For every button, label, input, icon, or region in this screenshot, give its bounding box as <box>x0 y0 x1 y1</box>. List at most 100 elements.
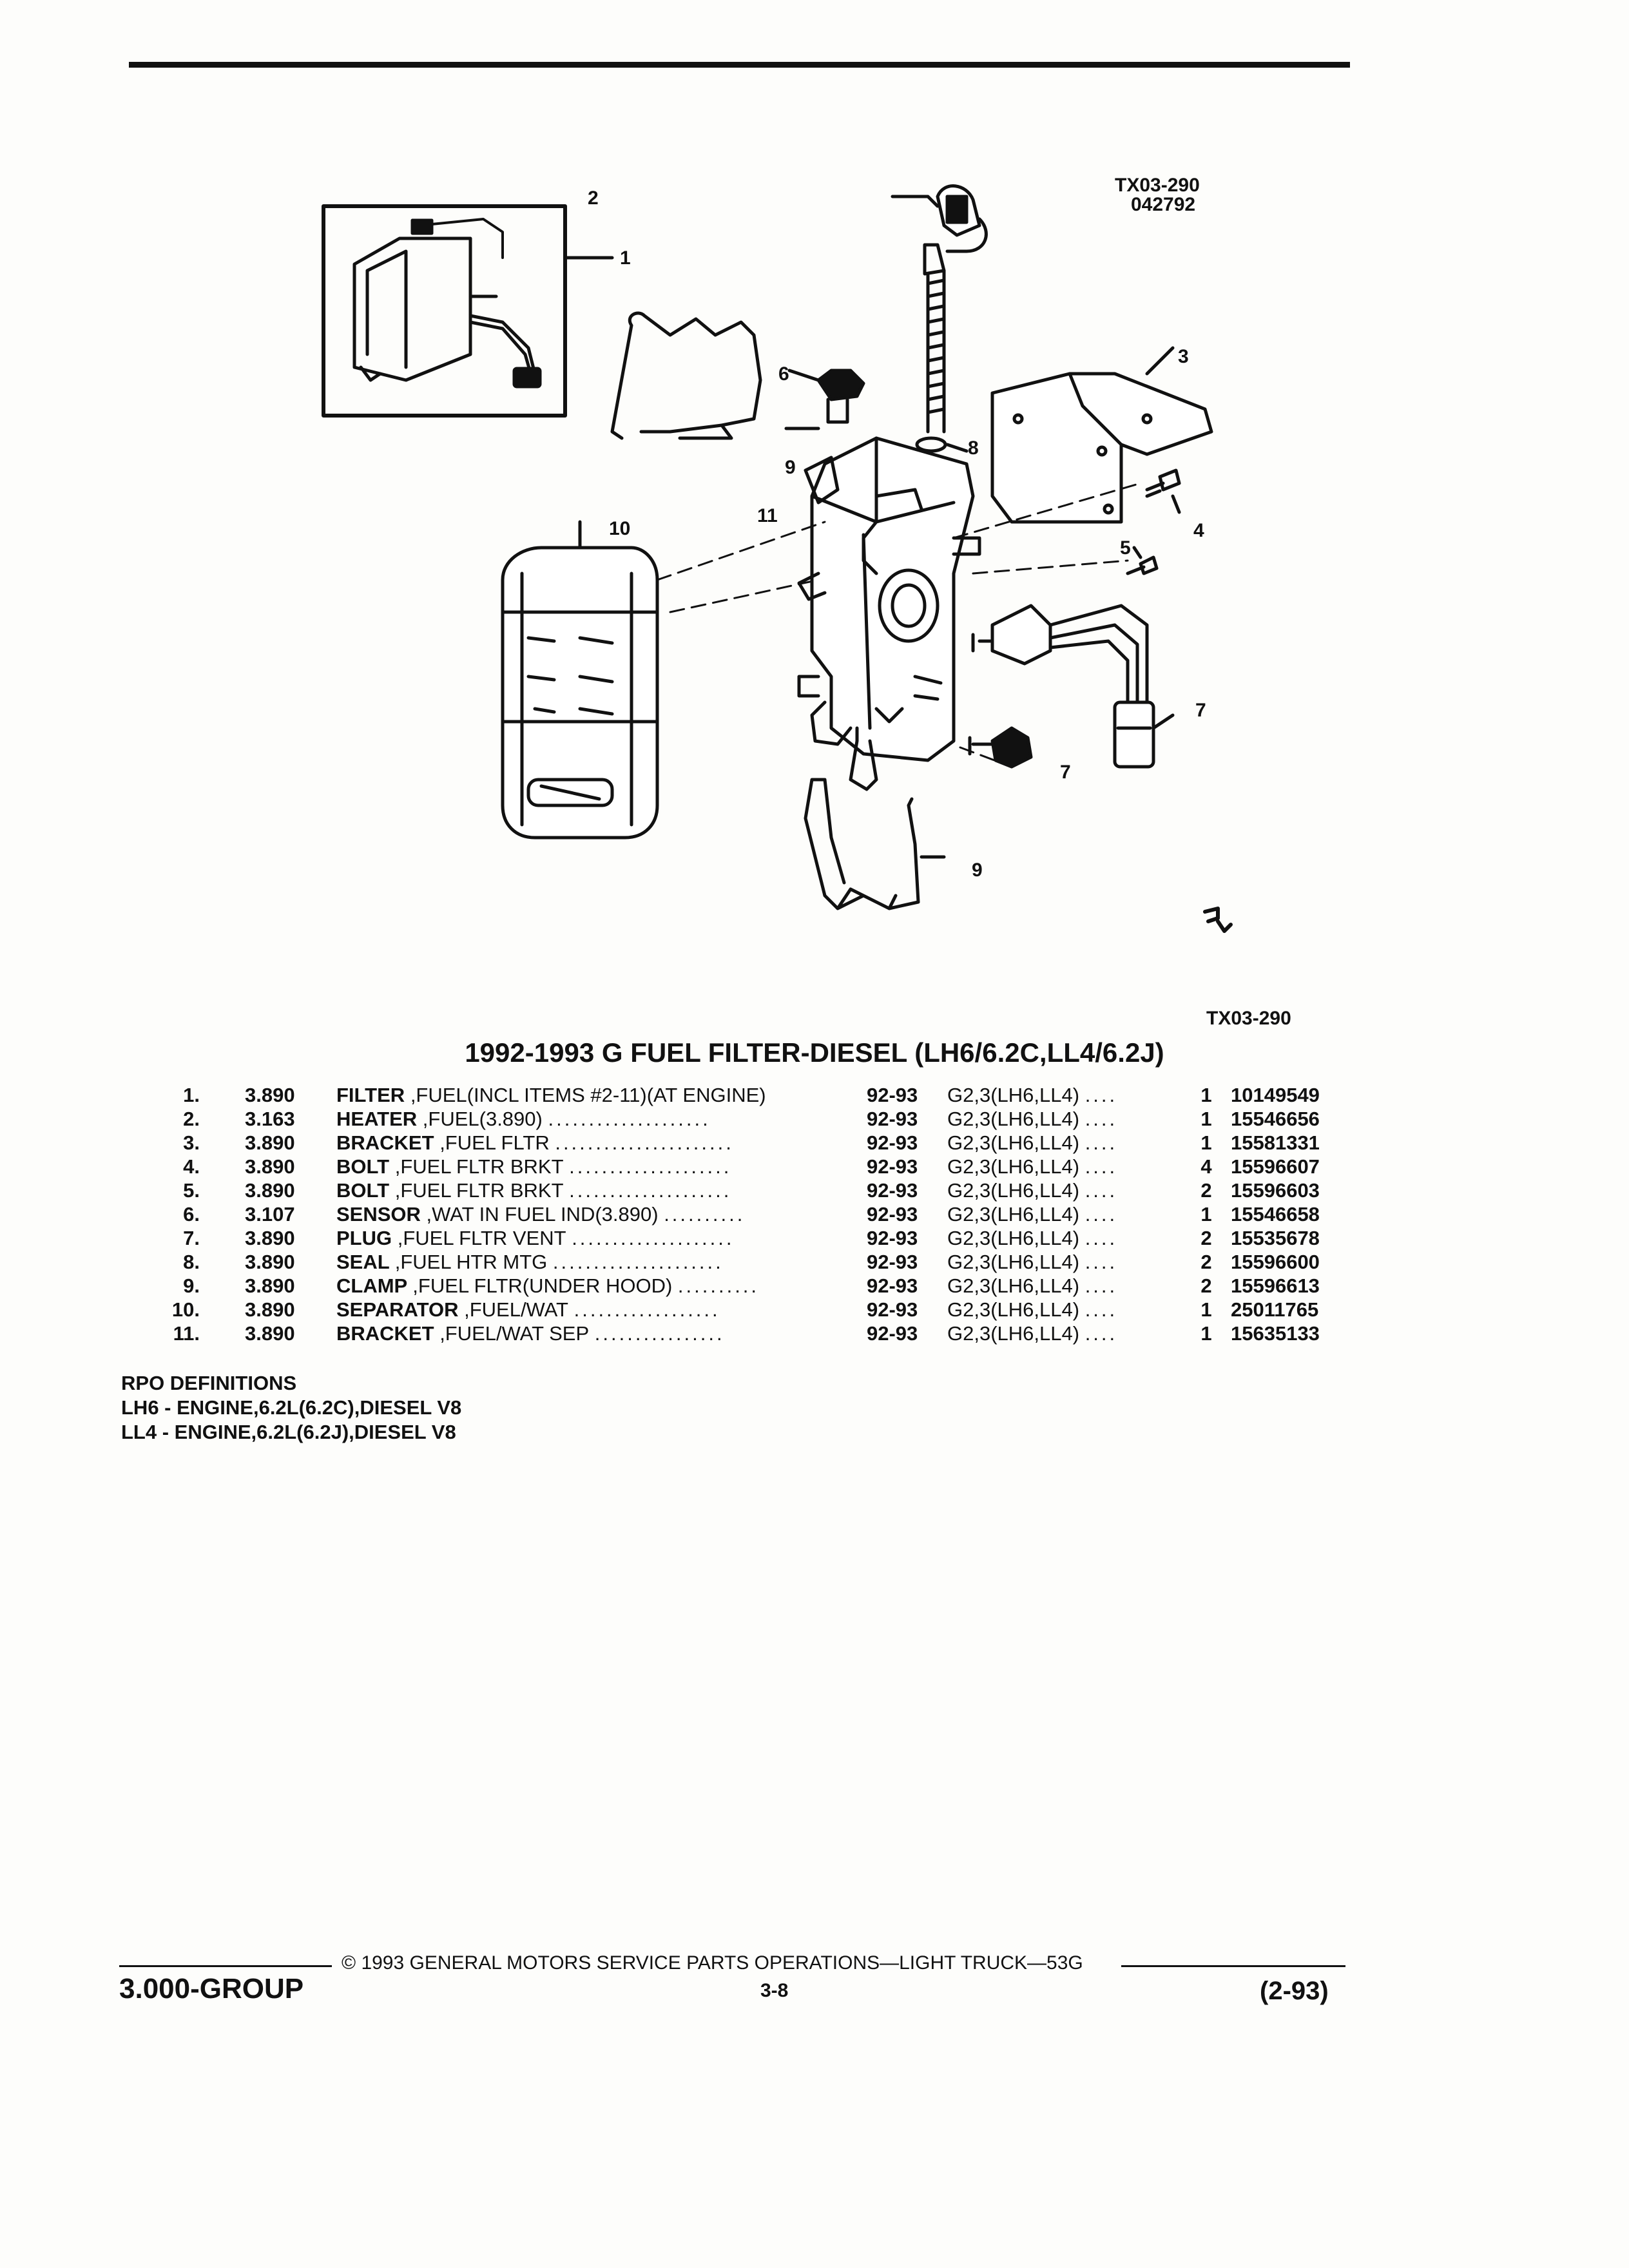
callout-label: 10 <box>609 518 631 539</box>
vent-plug-top <box>787 369 865 424</box>
part-number: 15546656 <box>1231 1108 1320 1130</box>
leader-dots: .................... <box>572 1227 735 1249</box>
part-number: 15596603 <box>1231 1179 1320 1202</box>
application: G2,3(LH6,LL4) .... <box>947 1251 1117 1274</box>
group-number: 3.890 <box>245 1084 295 1106</box>
model-years: 92-93 <box>867 1155 918 1178</box>
part-name: BOLT <box>336 1179 390 1202</box>
item-number: 10. <box>171 1298 200 1321</box>
application: G2,3(LH6,LL4) .... <box>947 1298 1117 1321</box>
heater-part <box>891 184 988 434</box>
rpo-definitions: RPO DEFINITIONS LH6 - ENGINE,6.2L(6.2C),… <box>121 1371 461 1445</box>
leader-dots: .... <box>1084 1203 1118 1225</box>
leader-dots: .......... <box>664 1203 746 1225</box>
item-number: 2. <box>183 1108 200 1130</box>
part-number: 15596600 <box>1231 1251 1320 1273</box>
application-code: G2,3(LH6,LL4) <box>947 1155 1080 1178</box>
leader-dots: .................. <box>574 1298 720 1321</box>
application: G2,3(LH6,LL4) .... <box>947 1227 1117 1250</box>
callout-label: 8 <box>968 437 979 459</box>
footer-date: (2-93) <box>1260 1977 1329 2005</box>
quantity: 1 <box>1200 1322 1212 1345</box>
leader-dots: .................... <box>548 1108 711 1130</box>
exploded-parts-diagram <box>309 161 1315 966</box>
item-number: 7. <box>183 1227 200 1249</box>
quantity: 4 <box>1200 1155 1212 1178</box>
application: G2,3(LH6,LL4) .... <box>947 1322 1117 1345</box>
application: G2,3(LH6,LL4) .... <box>947 1131 1117 1155</box>
part-number: 25011765 <box>1231 1298 1319 1321</box>
part-number: 15596607 <box>1231 1155 1320 1178</box>
group-number: 3.890 <box>245 1322 295 1345</box>
item-number: 6. <box>183 1203 200 1225</box>
model-years: 92-93 <box>867 1108 918 1130</box>
application-code: G2,3(LH6,LL4) <box>947 1251 1080 1273</box>
footer-rule-left <box>119 1965 332 1967</box>
leader-dots: ................ <box>594 1322 725 1345</box>
part-description: BOLT ,FUEL FLTR BRKT ...................… <box>336 1179 1003 1202</box>
leader-dots: .... <box>1084 1084 1118 1106</box>
part-number: 15535678 <box>1231 1227 1320 1249</box>
callout-label: 5 <box>1120 537 1131 559</box>
callout-label: 11 <box>757 505 778 526</box>
part-name: HEATER <box>336 1108 418 1130</box>
callout-label: 9 <box>785 457 796 478</box>
application-code: G2,3(LH6,LL4) <box>947 1108 1080 1130</box>
model-years: 92-93 <box>867 1227 918 1249</box>
application-code: G2,3(LH6,LL4) <box>947 1227 1080 1249</box>
quantity: 1 <box>1200 1108 1212 1130</box>
application-code: G2,3(LH6,LL4) <box>947 1274 1080 1297</box>
item-number: 5. <box>183 1179 200 1202</box>
quantity: 1 <box>1200 1298 1212 1321</box>
application: G2,3(LH6,LL4) .... <box>947 1203 1117 1226</box>
part-detail: ,FUEL(INCL ITEMS #2-11)(AT ENGINE) <box>410 1084 766 1106</box>
rpo-heading: RPO DEFINITIONS <box>121 1372 297 1394</box>
part-number: 15581331 <box>1231 1131 1320 1154</box>
part-detail: ,FUEL FLTR BRKT <box>394 1155 564 1178</box>
leader-dots: .................... <box>569 1155 732 1178</box>
leader-dots: .... <box>1084 1227 1118 1249</box>
part-description: BOLT ,FUEL FLTR BRKT ...................… <box>336 1155 1003 1178</box>
application: G2,3(LH6,LL4) .... <box>947 1155 1117 1178</box>
bolt-part-5 <box>1126 555 1159 575</box>
model-years: 92-93 <box>867 1298 918 1321</box>
group-number: 3.890 <box>245 1155 295 1178</box>
part-detail: ,FUEL FLTR(UNDER HOOD) <box>412 1274 673 1297</box>
application-code: G2,3(LH6,LL4) <box>947 1322 1080 1345</box>
leader-dots: .... <box>1084 1131 1118 1154</box>
part-detail: ,FUEL/WAT <box>464 1298 568 1321</box>
group-number: 3.107 <box>245 1203 295 1225</box>
leader-dots: .... <box>1084 1274 1118 1297</box>
part-detail: ,FUEL FLTR VENT <box>397 1227 566 1249</box>
decorative-mark <box>1203 907 1233 933</box>
footer-rule-right <box>1121 1965 1345 1967</box>
part-name: BRACKET <box>336 1131 434 1154</box>
leader-dots: .................... <box>569 1179 732 1202</box>
part-detail: ,FUEL FLTR <box>439 1131 550 1154</box>
group-number: 3.890 <box>245 1131 295 1154</box>
leader-dots: .... <box>1084 1251 1118 1273</box>
leader-dots: .... <box>1084 1108 1118 1130</box>
application-code: G2,3(LH6,LL4) <box>947 1084 1080 1106</box>
model-years: 92-93 <box>867 1322 918 1345</box>
figure-code-bottom: TX03-290 <box>1206 1008 1291 1029</box>
group-number: 3.890 <box>245 1274 295 1297</box>
leader-dots: .... <box>1084 1179 1118 1202</box>
group-number: 3.890 <box>245 1179 295 1202</box>
model-years: 92-93 <box>867 1131 918 1154</box>
quantity: 1 <box>1200 1084 1212 1106</box>
part-name: BRACKET <box>336 1322 434 1345</box>
part-number: 15635133 <box>1231 1322 1320 1345</box>
rpo-line: LH6 - ENGINE,6.2L(6.2C),DIESEL V8 <box>121 1396 462 1419</box>
fuel-water-separator <box>501 520 659 840</box>
part-name: CLAMP <box>336 1274 407 1297</box>
part-description: BRACKET ,FUEL FLTR .....................… <box>336 1131 1003 1155</box>
part-description: SEPARATOR ,FUEL/WAT .................. <box>336 1298 1003 1321</box>
quantity: 2 <box>1200 1251 1212 1273</box>
callout-label: 1 <box>620 247 631 269</box>
